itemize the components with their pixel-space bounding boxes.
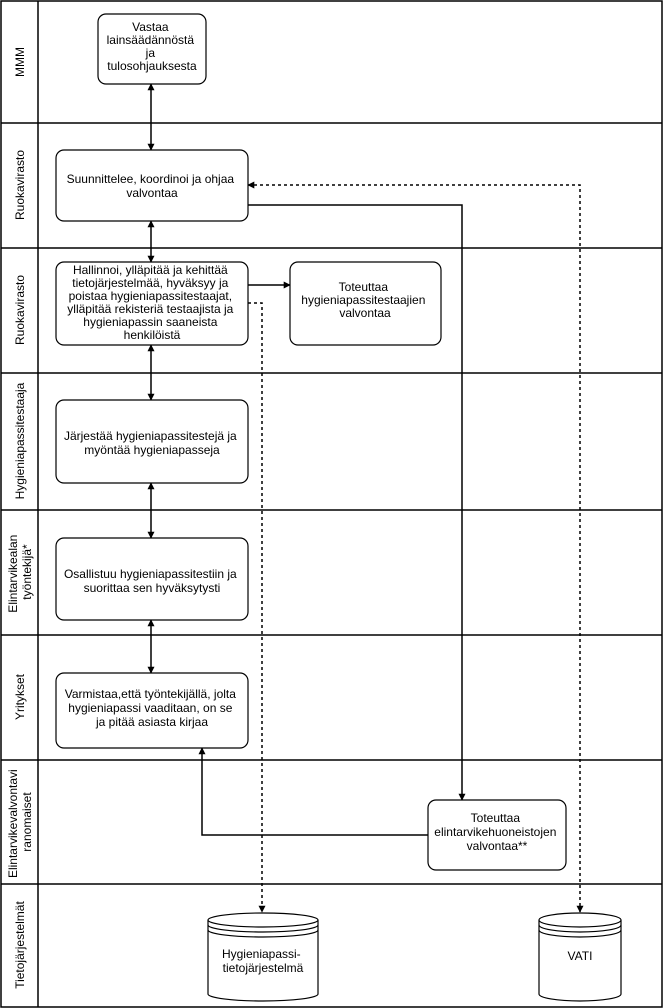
dashed-arrow-suunnittelee-vati <box>247 181 584 913</box>
box-osallistuu-text: Osallistuu hygieniapassitestiin ja suori… <box>64 567 240 595</box>
lane-label-elintarvikealan-tyontekija: Elintarvikealan työntekijä* <box>6 531 34 612</box>
database-vati-text: VATI <box>568 949 593 963</box>
box-hallinnoi-text: Hallinnoi, ylläpitää ja kehittää tietojä… <box>67 263 236 342</box>
lane-label-elintarvikevalvontaviranomaiset: Elintarvikevalvontavi ranomaiset <box>6 766 34 878</box>
lane-label-hygieniapassitestaaja: Hygieniapassitestaaja <box>13 382 27 499</box>
database-hygieniapassi-text: Hygieniapassi- tietojärjestelmä <box>222 947 304 975</box>
box-hallinnoi: Hallinnoi, ylläpitää ja kehittää tietojä… <box>55 261 249 346</box>
box-suunnittelee-text: Suunnittelee, koordinoi ja ohjaa valvont… <box>67 172 238 200</box>
box-varmistaa-text: Varmistaa,että työntekijällä, jolta hygi… <box>65 687 240 729</box>
lane-label-ruokavirasto-2: Ruokavirasto <box>13 275 27 345</box>
connectors <box>147 83 584 913</box>
box-toteuttaa-testaajat: Toteuttaa hygieniapassitestaajien valvon… <box>289 261 442 346</box>
lane-label-ruokavirasto-1: Ruokavirasto <box>13 150 27 220</box>
box-suunnittelee: Suunnittelee, koordinoi ja ohjaa valvont… <box>55 149 249 222</box>
box-jarjestaa-text: Järjestää hygieniapassitestejä ja myöntä… <box>64 429 240 457</box>
database-hygieniapassi-tietojarjestelma: Hygieniapassi- tietojärjestelmä <box>207 912 319 1002</box>
lane-label-yritykset: Yritykset <box>13 673 27 720</box>
databases: Hygieniapassi- tietojärjestelmä VATI <box>207 912 622 1002</box>
lane-label-tietojarjestelmat: Tietojärjestelmät <box>13 901 27 989</box>
box-toteuttaa-testaajat-text: Toteuttaa hygieniapassitestaajien valvon… <box>301 280 428 320</box>
lane-label-mmm: MMM <box>13 47 27 77</box>
box-jarjestaa: Järjestää hygieniapassitestejä ja myöntä… <box>55 399 249 484</box>
box-osallistuu: Osallistuu hygieniapassitestiin ja suori… <box>55 537 249 621</box>
box-vastaa: Vastaa lainsäädännöstä ja tulosohjaukses… <box>97 13 207 85</box>
process-boxes: Vastaa lainsäädännöstä ja tulosohjaukses… <box>55 13 567 871</box>
box-toteuttaa-huoneistot-text: Toteuttaa elintarvikehuoneistojen valvon… <box>434 811 559 853</box>
box-toteuttaa-huoneistot: Toteuttaa elintarvikehuoneistojen valvon… <box>427 799 567 871</box>
box-vastaa-text: Vastaa lainsäädännöstä ja tulosohjaukses… <box>107 20 198 73</box>
database-vati: VATI <box>538 912 622 1002</box>
box-varmistaa: Varmistaa,että työntekijällä, jolta hygi… <box>55 672 249 749</box>
